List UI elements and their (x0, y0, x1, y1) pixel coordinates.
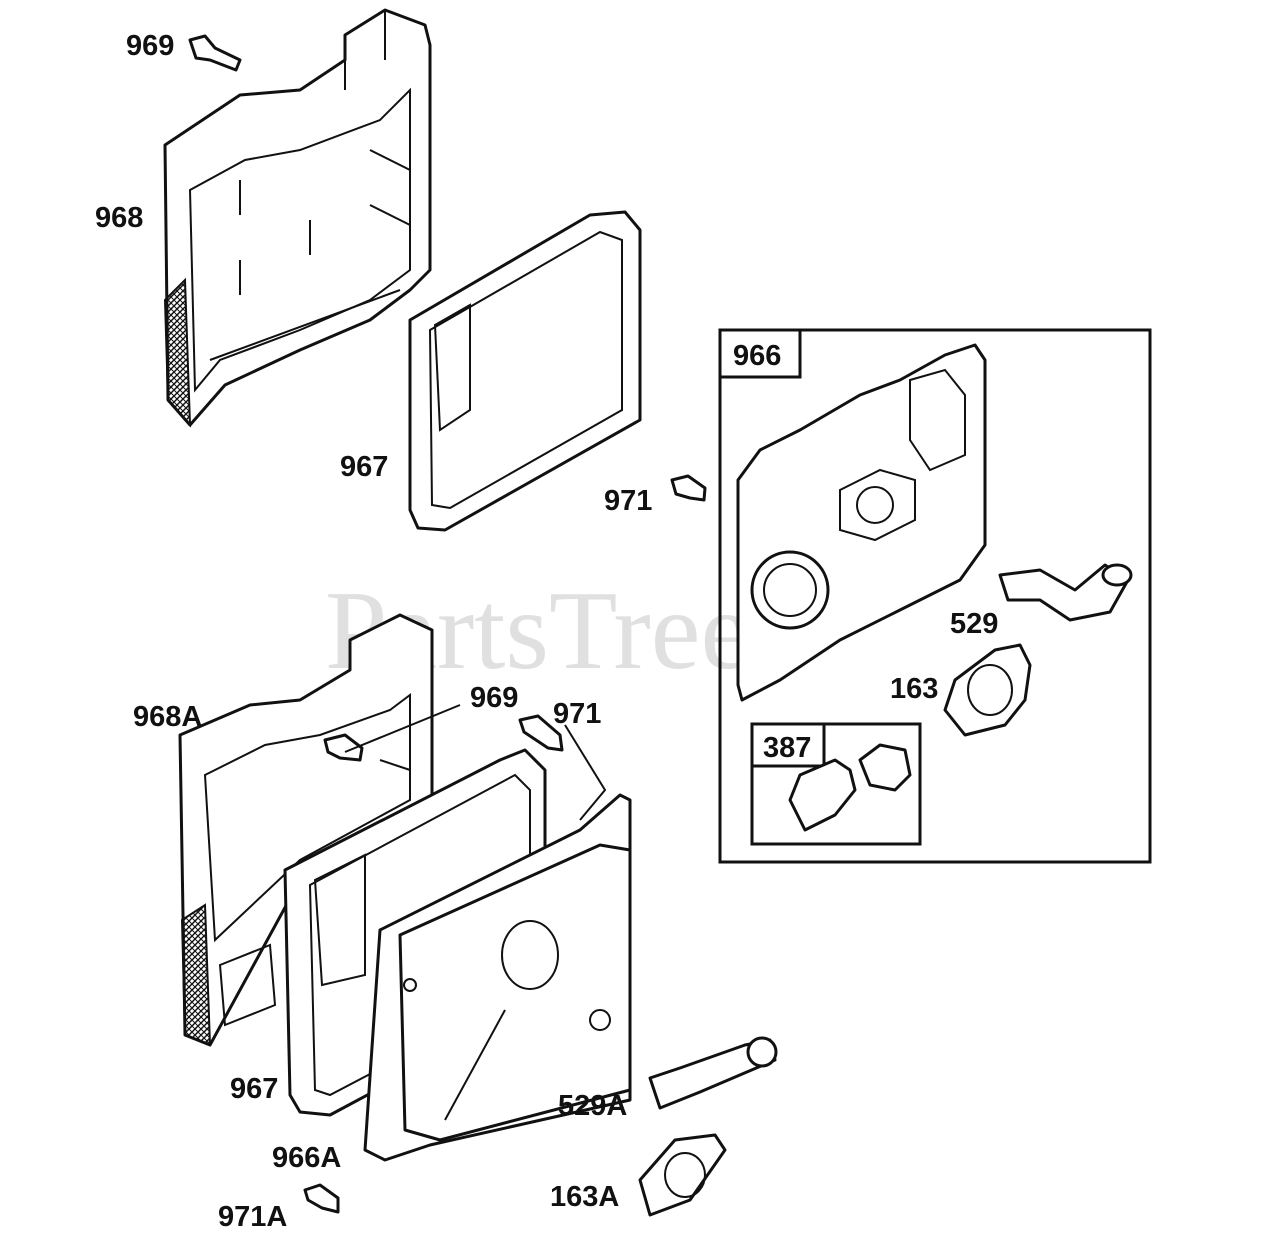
label-967-top: 967 (340, 451, 388, 483)
air-cleaner-cover-966A[interactable] (363, 793, 632, 1162)
label-966: 966 (733, 340, 781, 372)
air-cleaner-base-968[interactable] (163, 8, 432, 428)
label-971A: 971A (218, 1201, 287, 1233)
bolt-971A[interactable] (303, 1183, 340, 1214)
gasket-163A[interactable] (638, 1133, 727, 1217)
label-529: 529 (950, 608, 998, 640)
leader-line-971 (564, 724, 607, 821)
group-box-387 (750, 722, 922, 846)
group-label-box-966 (718, 328, 802, 379)
group-box-966 (718, 328, 1152, 864)
label-971-mid: 971 (553, 698, 601, 730)
breather-tube-529[interactable] (998, 563, 1133, 622)
air-filter-967-top[interactable] (408, 210, 642, 532)
breather-tube-529A[interactable] (648, 1036, 778, 1110)
bolt-969-mid[interactable] (323, 733, 364, 762)
label-971: 971 (604, 485, 652, 517)
label-529A: 529A (558, 1090, 627, 1122)
label-967-bottom: 967 (230, 1073, 278, 1105)
label-969-mid: 969 (470, 682, 518, 714)
label-387: 387 (763, 732, 811, 764)
label-969-top: 969 (126, 30, 174, 62)
label-968: 968 (95, 202, 143, 234)
label-163A: 163A (550, 1181, 619, 1213)
bulb-387[interactable] (788, 743, 912, 832)
bolt-971[interactable] (670, 474, 707, 502)
label-968A: 968A (133, 701, 202, 733)
gasket-163[interactable] (943, 643, 1032, 737)
bolt-971-mid[interactable] (518, 714, 564, 752)
label-163: 163 (890, 673, 938, 705)
leader-line-969 (344, 704, 461, 753)
air-cleaner-base-968A[interactable] (178, 613, 434, 1047)
air-cleaner-base-966[interactable] (736, 343, 987, 702)
bolt-969-top[interactable] (188, 34, 242, 72)
label-966A: 966A (272, 1142, 341, 1174)
group-label-box-387 (750, 722, 826, 768)
